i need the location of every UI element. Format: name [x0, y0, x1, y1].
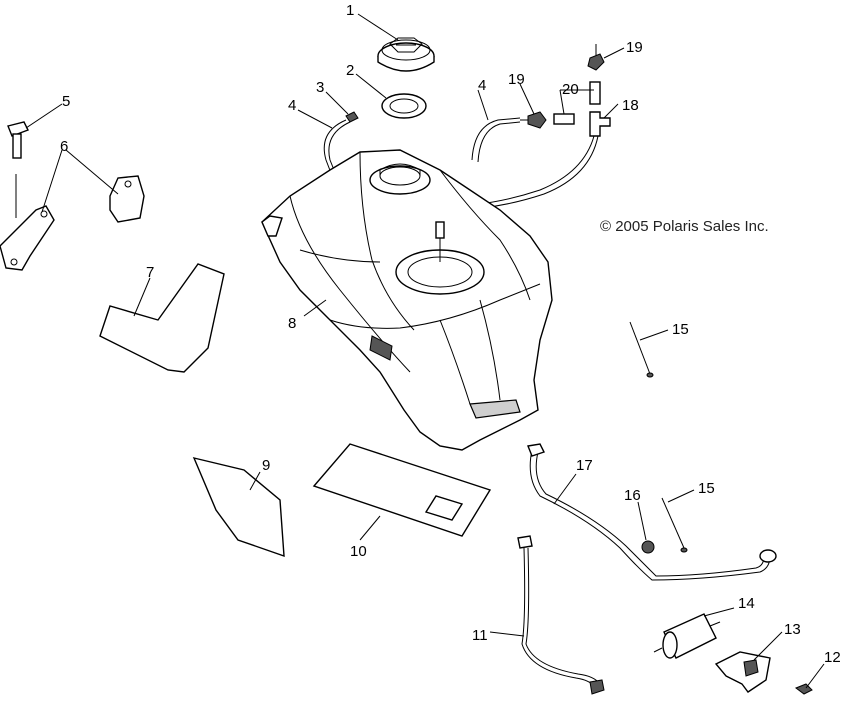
part-vent-hose-right [471, 117, 521, 161]
callout-1: 1 [346, 2, 354, 19]
callout-5: 5 [62, 93, 70, 110]
part-screw [794, 683, 813, 695]
part-bolt [7, 121, 29, 218]
part-foam-pad [192, 456, 285, 558]
part-rod-upper [629, 321, 654, 378]
part-fuel-tank [261, 149, 553, 451]
part-fuel-line [527, 443, 777, 581]
part-fuel-cap [377, 37, 435, 72]
leader-lines [25, 13, 825, 689]
callout-9: 9 [262, 457, 270, 474]
callout-8: 8 [288, 315, 296, 332]
callout-4-right: 4 [478, 77, 486, 94]
callout-4-left: 4 [288, 97, 296, 114]
part-rod-lower [661, 497, 688, 553]
part-check-valve-right [520, 111, 547, 129]
callout-10: 10 [350, 543, 367, 560]
callout-12: 12 [824, 649, 841, 666]
callout-17: 17 [576, 457, 593, 474]
callout-18: 18 [622, 97, 639, 114]
callout-7: 7 [146, 264, 154, 281]
part-heat-shield-pad [99, 263, 225, 373]
callout-15-lower: 15 [698, 480, 715, 497]
callout-19-top: 19 [626, 39, 643, 56]
copyright-text: © 2005 Polaris Sales Inc. [600, 218, 769, 235]
part-filter-bracket [714, 651, 771, 693]
callout-19-left: 19 [508, 71, 525, 88]
callout-3: 3 [316, 79, 324, 96]
part-fuel-filter [653, 613, 721, 659]
part-fuel-line-lower [517, 535, 605, 695]
part-tank-pad [312, 443, 492, 537]
callout-20: 20 [562, 81, 579, 98]
callout-16: 16 [624, 487, 641, 504]
part-cap-gasket [381, 93, 427, 119]
callout-2: 2 [346, 62, 354, 79]
callout-15-upper: 15 [672, 321, 689, 338]
callout-6: 6 [60, 138, 68, 155]
part-grommet [641, 540, 655, 554]
callout-labels: 1 2 3 4 4 5 6 7 8 9 10 11 12 13 14 15 15… [60, 2, 841, 666]
callout-14: 14 [738, 595, 755, 612]
part-hose-clamp [345, 111, 359, 123]
part-bracket-right [109, 175, 145, 223]
part-check-valve-top [587, 44, 605, 71]
part-bracket-left [0, 205, 55, 271]
callout-11: 11 [472, 627, 488, 644]
callout-13: 13 [784, 621, 801, 638]
part-tee-fitting [589, 111, 611, 137]
